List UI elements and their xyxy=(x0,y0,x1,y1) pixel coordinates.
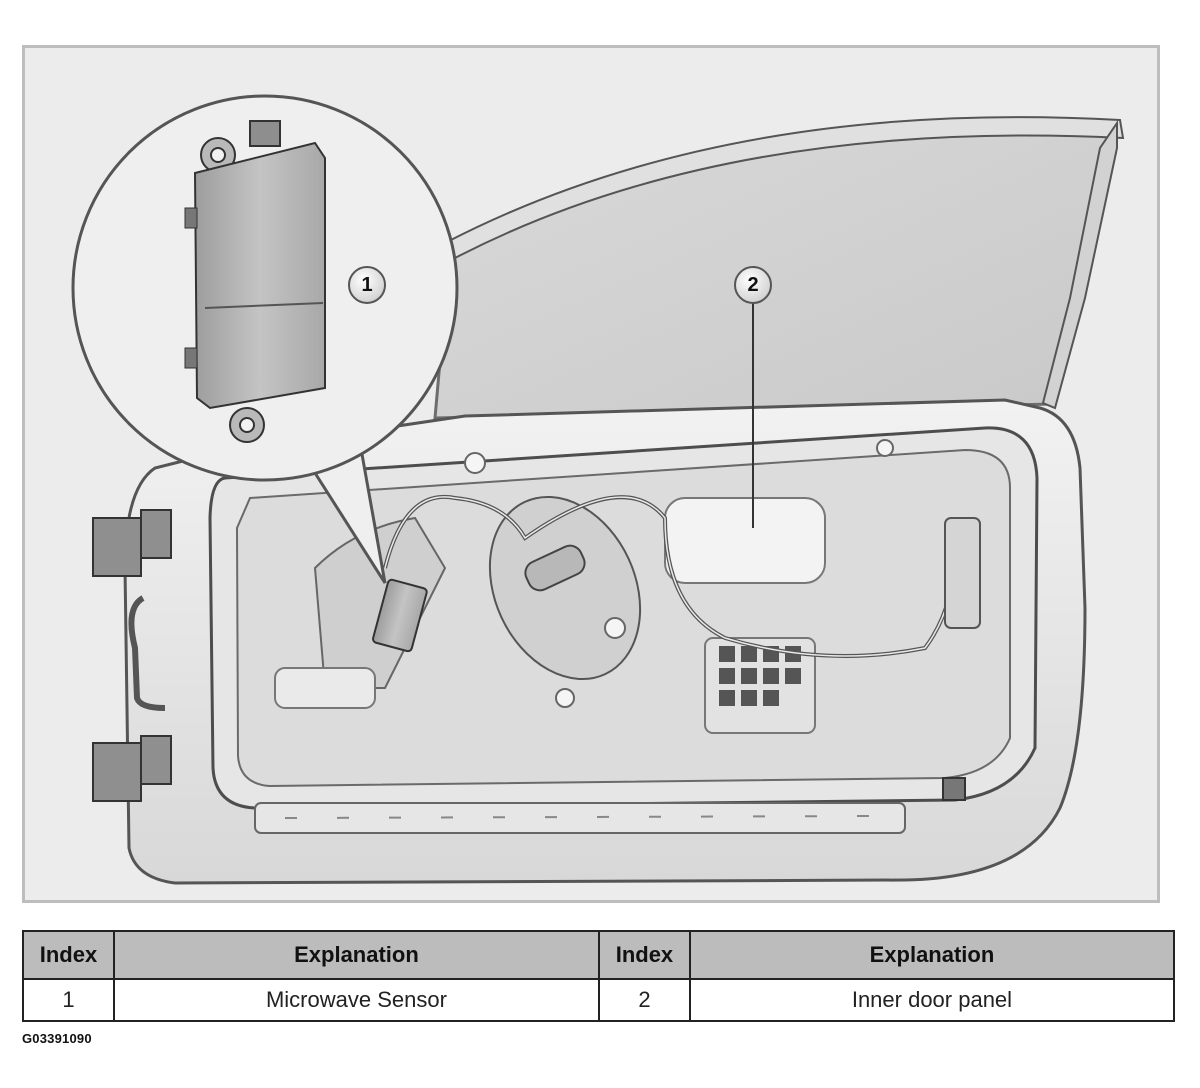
microwave-sensor-closeup xyxy=(184,120,326,443)
legend-header-row: Index Explanation Index Explanation xyxy=(22,930,1176,980)
door-drawing xyxy=(71,94,1125,885)
hinges xyxy=(92,509,172,802)
table-row: 1 Microwave Sensor 2 Inner door panel xyxy=(22,978,1176,1022)
index-cell: 2 xyxy=(597,978,691,1022)
header-explanation: Explanation xyxy=(112,930,600,980)
header-index: Index xyxy=(597,930,691,980)
header-explanation: Explanation xyxy=(688,930,1176,980)
explanation-cell: Inner door panel xyxy=(688,978,1176,1022)
door-illustration: 1 2 xyxy=(22,45,1160,903)
explanation-cell: Microwave Sensor xyxy=(112,978,600,1022)
index-cell: 1 xyxy=(22,978,115,1022)
callout-2: 2 xyxy=(734,266,772,304)
window-frame xyxy=(443,116,1125,260)
window-glass xyxy=(433,124,1112,420)
callout-1: 1 xyxy=(348,266,386,304)
header-index: Index xyxy=(22,930,115,980)
legend-table: Index Explanation Index Explanation 1 Mi… xyxy=(22,930,1176,1022)
microwave-sensor-installed xyxy=(372,578,428,653)
figure-code: G03391090 xyxy=(22,1031,92,1046)
